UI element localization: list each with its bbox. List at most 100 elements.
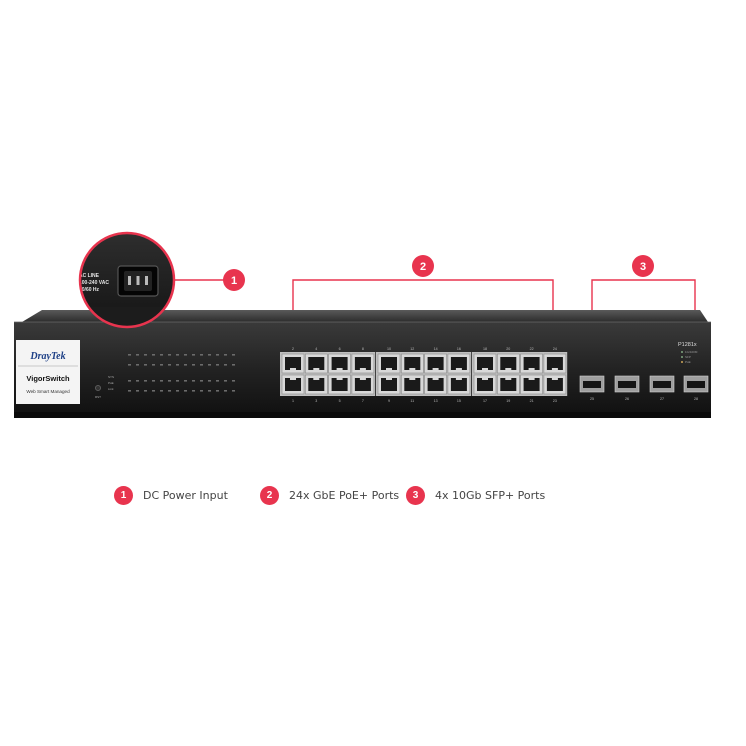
- rj45-latch: [482, 378, 488, 380]
- port-number: 20: [506, 347, 510, 351]
- port-led: [176, 354, 179, 356]
- legend-item-sfp: 3 4x 10Gb SFP+ Ports: [406, 486, 545, 505]
- port-led: [192, 380, 195, 382]
- power-inlet-inset: AC LINE 100-240 VAC 50/60 Hz: [78, 231, 176, 329]
- rj45-latch: [313, 378, 320, 380]
- port-number: 13: [434, 399, 438, 403]
- port-led: [128, 380, 131, 382]
- rj45-latch: [528, 378, 535, 380]
- rj45-socket: [477, 378, 493, 391]
- port-number: 3: [315, 399, 317, 403]
- rj45-socket: [500, 378, 517, 391]
- port-led: [232, 364, 235, 366]
- rj45-socket: [427, 378, 444, 391]
- iec-power-inlet-icon: [117, 265, 159, 297]
- reset-button[interactable]: [95, 385, 101, 391]
- port-led: [168, 390, 171, 392]
- rj45-socket: [450, 378, 467, 391]
- svg-text:1G/100M: 1G/100M: [685, 350, 698, 354]
- rj45-latch: [386, 378, 392, 380]
- rj45-socket: [546, 357, 563, 370]
- rj45-socket: [354, 378, 371, 391]
- port-number: 25: [590, 397, 594, 401]
- status-area: SYS PoE Link RST: [95, 354, 235, 399]
- rj45-socket: [427, 357, 444, 370]
- rj45-latch: [505, 378, 512, 380]
- svg-text:3: 3: [640, 261, 646, 273]
- model-area: P1281x 1G/100M SFP PoE: [678, 342, 698, 364]
- legend-item-poe: 2 24x GbE PoE+ Ports: [260, 486, 399, 505]
- sfp-cage: [618, 381, 636, 388]
- rj45-latch: [455, 368, 462, 370]
- rj45-latch: [505, 368, 512, 370]
- rj45-latch: [386, 368, 392, 370]
- rj45-latch: [409, 378, 416, 380]
- legend-led-1: [681, 351, 683, 353]
- svg-text:SFP: SFP: [685, 355, 691, 359]
- rj45-latch: [336, 368, 343, 370]
- rj45-latch: [455, 378, 462, 380]
- legend-label-2: 24x GbE PoE+ Ports: [289, 489, 400, 502]
- port-led: [208, 380, 211, 382]
- port-number: 11: [410, 399, 414, 403]
- port-number: 28: [694, 397, 698, 401]
- port-led: [216, 380, 219, 382]
- rj45-latch: [551, 378, 558, 380]
- port-number: 21: [530, 399, 534, 403]
- brand-panel: DrayTek VigorSwitch Web Smart Managed: [16, 340, 80, 404]
- legend-badge-2: 2: [260, 486, 279, 505]
- port-number: 1: [292, 399, 294, 403]
- port-led: [168, 364, 171, 366]
- inset-label-3: 50/60 Hz: [79, 287, 100, 293]
- port-led: [184, 354, 187, 356]
- legend-led-3: [681, 361, 683, 363]
- port-led: [136, 390, 139, 392]
- sfp-cage: [687, 381, 705, 388]
- port-number: 6: [339, 347, 341, 351]
- port-number: 14: [434, 347, 438, 351]
- rj45-socket: [450, 357, 467, 370]
- port-number: 7: [362, 399, 364, 403]
- port-led: [144, 390, 147, 392]
- rj45-latch: [482, 368, 488, 370]
- port-number: 27: [660, 397, 664, 401]
- port-number: 8: [362, 347, 364, 351]
- port-led: [224, 364, 227, 366]
- port-led: [176, 364, 179, 366]
- port-led: [152, 364, 155, 366]
- port-led: [128, 354, 131, 356]
- rj45-socket: [381, 357, 397, 370]
- callout-2-badge: 2: [412, 255, 434, 277]
- rj45-socket: [381, 378, 397, 391]
- svg-text:2: 2: [420, 261, 426, 273]
- port-led: [144, 354, 147, 356]
- port-led: [208, 354, 211, 356]
- rj45-socket: [308, 357, 325, 370]
- port-led: [216, 364, 219, 366]
- rj45-latch: [290, 368, 296, 370]
- svg-text:PoE: PoE: [108, 381, 114, 385]
- port-led: [136, 364, 139, 366]
- port-led: [168, 354, 171, 356]
- port-led: [216, 354, 219, 356]
- port-led: [232, 354, 235, 356]
- port-number: 16: [457, 347, 461, 351]
- port-led: [136, 380, 139, 382]
- port-number: 15: [457, 399, 461, 403]
- inset-label-1: AC LINE: [79, 273, 100, 279]
- rj45-latch: [409, 368, 416, 370]
- svg-text:1: 1: [231, 275, 237, 287]
- port-led: [144, 380, 147, 382]
- port-number: 26: [625, 397, 629, 401]
- port-led: [152, 390, 155, 392]
- port-number: 5: [339, 399, 341, 403]
- rj45-latch: [432, 378, 439, 380]
- rj45-socket: [523, 378, 540, 391]
- rj45-socket: [354, 357, 371, 370]
- port-led: [200, 380, 203, 382]
- port-led: [192, 354, 195, 356]
- port-led: [192, 390, 195, 392]
- port-led: [152, 354, 155, 356]
- port-led: [224, 380, 227, 382]
